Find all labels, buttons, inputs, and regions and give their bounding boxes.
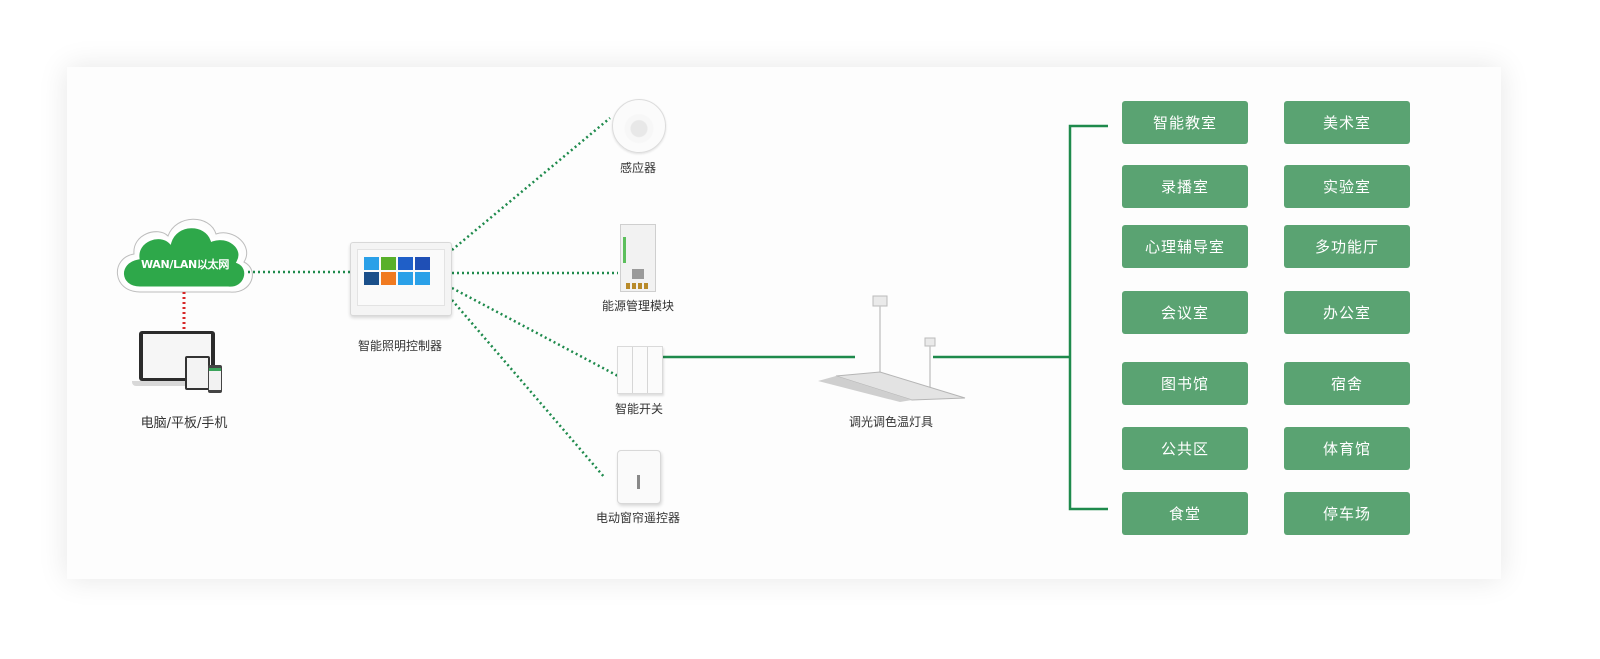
energy-module-label: 能源管理模块 <box>601 299 675 313</box>
lamp-icon <box>818 295 966 402</box>
network-cloud-label: WAN/LAN以太网 <box>140 258 230 271</box>
energy-module-icon <box>620 224 656 292</box>
room-tag: 体育馆 <box>1284 427 1410 470</box>
room-tag: 办公室 <box>1284 291 1410 334</box>
room-tag: 图书馆 <box>1122 362 1248 405</box>
room-tag: 心理辅导室 <box>1122 225 1248 268</box>
controller-label: 智能照明控制器 <box>357 339 443 353</box>
curtain-remote-icon <box>617 450 661 504</box>
room-tag: 公共区 <box>1122 427 1248 470</box>
laptop-base <box>132 381 222 386</box>
smart-switch-icon <box>617 346 663 394</box>
curtain-remote-label: 电动窗帘遥控器 <box>595 511 681 525</box>
lamp-label: 调光调色温灯具 <box>848 415 934 429</box>
tablet-icon <box>185 356 210 390</box>
room-tag: 停车场 <box>1284 492 1410 535</box>
sensor-icon <box>612 99 666 153</box>
clients-label: 电脑/平板/手机 <box>140 416 228 431</box>
room-tag: 录播室 <box>1122 165 1248 208</box>
lighting-controller-icon <box>350 242 452 316</box>
room-tag: 宿舍 <box>1284 362 1410 405</box>
cloud-icon <box>117 218 253 293</box>
room-tag: 多功能厅 <box>1284 225 1410 268</box>
room-tag: 食堂 <box>1122 492 1248 535</box>
smart-switch-label: 智能开关 <box>614 402 664 416</box>
diagram-panel <box>67 67 1501 579</box>
sensor-label: 感应器 <box>619 161 657 175</box>
room-tag: 美术室 <box>1284 101 1410 144</box>
room-tag: 智能教室 <box>1122 101 1248 144</box>
room-tag: 会议室 <box>1122 291 1248 334</box>
room-tag: 实验室 <box>1284 165 1410 208</box>
phone-icon <box>208 365 222 393</box>
